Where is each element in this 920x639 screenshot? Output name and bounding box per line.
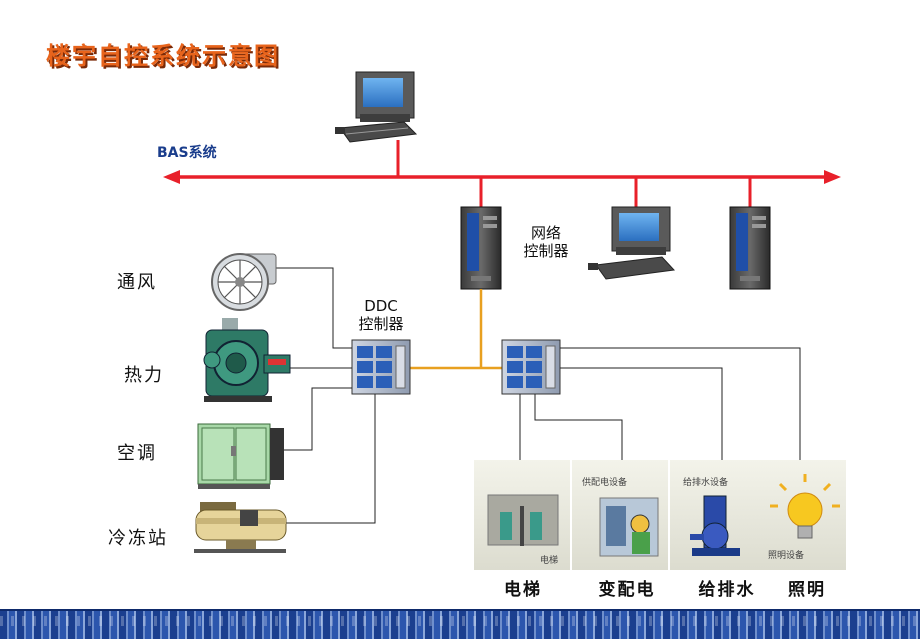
network-controller-label: 网络 控制器 <box>514 224 578 260</box>
ddc-network-link <box>410 289 502 370</box>
ddc-controller-line2: 控制器 <box>358 315 404 333</box>
power-distribution-label: 变配电 <box>598 580 656 600</box>
fan-icon <box>211 253 277 311</box>
water-panel-caption: 给排水设备 <box>683 478 729 488</box>
network-controller-server-icon <box>460 206 502 290</box>
lighting-label: 照明 <box>788 580 826 600</box>
footer-band-pattern <box>0 616 920 626</box>
ddc1-wires <box>272 267 376 524</box>
elevator-panel-caption: 电梯 <box>540 556 559 566</box>
ventilation-label: 通风 <box>117 272 157 293</box>
water-supply-drainage-label: 给排水 <box>698 580 756 600</box>
workstation-2-computer-icon <box>588 206 676 280</box>
chiller-icon <box>194 502 287 553</box>
ddc2-wires <box>519 347 801 462</box>
network-controller-line2: 控制器 <box>523 242 569 260</box>
bas-system-label: BAS系统 <box>157 145 217 161</box>
water-panel <box>670 460 766 570</box>
elevator-panel <box>474 460 570 570</box>
network-controller-line1: 网络 <box>530 224 561 242</box>
lighting-panel-caption: 照明设备 <box>768 551 805 561</box>
ddc-controller-2-icon <box>501 339 561 395</box>
power-panel <box>572 460 668 570</box>
lighting-panel <box>764 460 846 570</box>
boiler-icon <box>203 318 291 402</box>
diagram-canvas <box>163 71 846 570</box>
ddc-controller-line1: DDC <box>364 297 398 315</box>
server-tower-icon <box>729 206 771 290</box>
footer-band <box>0 609 920 639</box>
ddc-controller-label: DDC 控制器 <box>349 297 413 333</box>
bas-bus <box>163 140 841 207</box>
workstation-computer-icon <box>335 71 418 143</box>
air-conditioner-icon <box>197 423 284 489</box>
page-title: 楼宇自控系统示意图 <box>46 41 280 70</box>
heating-label: 热力 <box>124 365 164 386</box>
air-conditioning-label: 空调 <box>117 443 157 464</box>
ddc-controller-1-icon <box>351 339 411 395</box>
chiller-station-label: 冷冻站 <box>108 528 168 549</box>
power-panel-caption: 供配电设备 <box>582 478 628 488</box>
elevator-label: 电梯 <box>504 580 542 600</box>
